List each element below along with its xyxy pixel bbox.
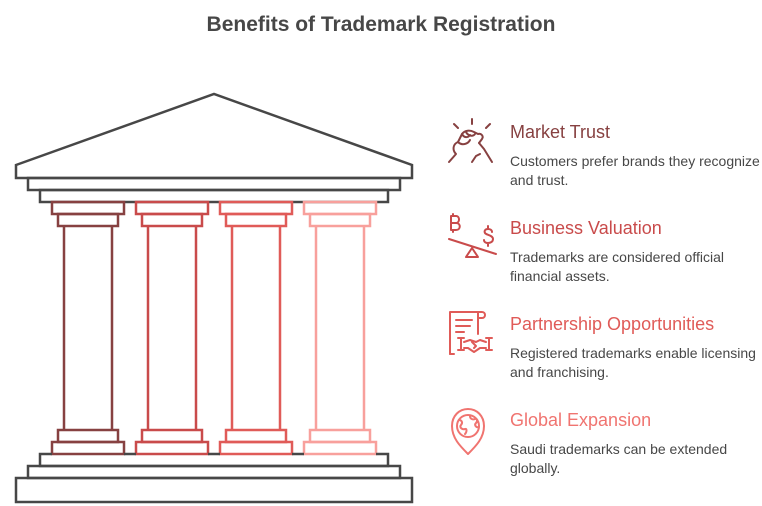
benefit-business-valuation: Business Valuation Trademarks are consid… — [446, 212, 762, 302]
temple-diagram — [14, 92, 414, 504]
column-1 — [50, 200, 126, 456]
contract-handshake-icon — [449, 311, 493, 355]
page-title: Benefits of Trademark Registration — [206, 13, 556, 36]
base-step-2 — [26, 464, 402, 480]
handshake-arm-wrestle-icon — [448, 118, 493, 163]
benefit-heading: Business Valuation — [510, 218, 662, 238]
temple-roof — [14, 92, 414, 180]
benefit-heading: Market Trust — [510, 122, 611, 142]
benefit-market-trust: Market Trust Customers prefer brands the… — [446, 116, 762, 206]
benefit-description: Customers prefer brands they recognize a… — [510, 153, 760, 188]
base-step-1 — [38, 452, 390, 468]
benefit-partnership-opportunities: Partnership Opportunities Registered tra… — [446, 308, 762, 398]
benefit-heading: Global Expansion — [510, 410, 652, 430]
entablature-step-1 — [26, 176, 402, 192]
entablature-step-2 — [38, 188, 390, 204]
base-step-3 — [14, 476, 414, 504]
benefit-description: Saudi trademarks can be extended globall… — [510, 441, 728, 476]
column-3 — [218, 200, 294, 456]
column-2 — [134, 200, 210, 456]
benefit-heading: Partnership Opportunities — [510, 314, 715, 334]
benefit-global-expansion: Global Expansion Saudi trademarks can be… — [446, 404, 762, 494]
globe-location-pin-icon — [451, 408, 485, 455]
benefit-description: Trademarks are considered official finan… — [510, 249, 724, 284]
currency-balance-icon — [448, 213, 497, 258]
benefit-description: Registered trademarks enable licensing a… — [510, 345, 756, 380]
column-4 — [302, 200, 378, 456]
